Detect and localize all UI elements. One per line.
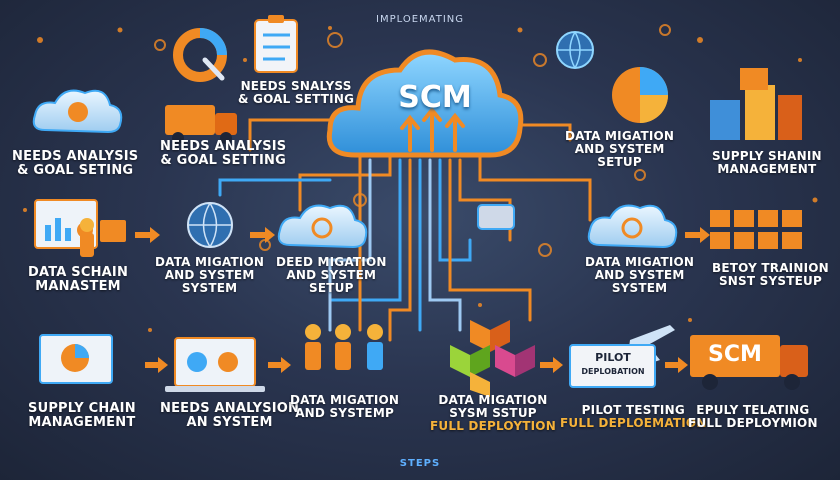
- cloud-icon-center-left: [277, 204, 368, 249]
- truck-icon-top: [165, 105, 237, 144]
- hub-cloud: [326, 49, 524, 158]
- clipboard-icon: [254, 15, 298, 73]
- pilot-card-subtitle: DEPLOBATION: [581, 367, 645, 376]
- person-icon-left: [80, 218, 126, 257]
- presentation-screens-right: [710, 210, 802, 249]
- donut-chart-icon: [173, 28, 227, 82]
- step-arrows: [135, 227, 710, 373]
- server-icon: [477, 204, 515, 230]
- header-title: IMPLOEMATING: [376, 14, 464, 25]
- globe-icon-left: [187, 202, 233, 248]
- monitor-bottomleft: [39, 334, 113, 384]
- airplane-icon: [628, 325, 675, 362]
- pie-chart-icon: [612, 67, 668, 123]
- decor-sparkles: [23, 26, 818, 332]
- laptop-icon: [165, 337, 265, 392]
- pilot-card: [569, 344, 656, 388]
- wire-bundle: [218, 118, 592, 342]
- label-needs-analysis-mid: NEEDS ANALYSIS& GOAL SETTING: [160, 139, 287, 169]
- label-needs-snalyss-top: NEEDS SNALYSS& GOAL SETTING: [238, 79, 355, 107]
- truck-scm-label: SCM: [708, 342, 762, 367]
- team-people-icon: [305, 324, 383, 370]
- globe-icon-topright: [556, 31, 594, 69]
- cloud-icon-topleft: [32, 89, 123, 134]
- label-needs-analysis-left: NEEDS ANALYSIS& GOAL SETING: [12, 149, 139, 179]
- boxes-icon: [710, 68, 802, 140]
- cubes-icon: [450, 320, 535, 397]
- cloud-icon-center-right: [587, 204, 678, 249]
- hub-label: SCM: [398, 80, 472, 115]
- footer-label: STEPS: [399, 458, 441, 469]
- truck-icon-scm: [690, 335, 808, 390]
- pilot-card-title: PILOT: [595, 351, 631, 364]
